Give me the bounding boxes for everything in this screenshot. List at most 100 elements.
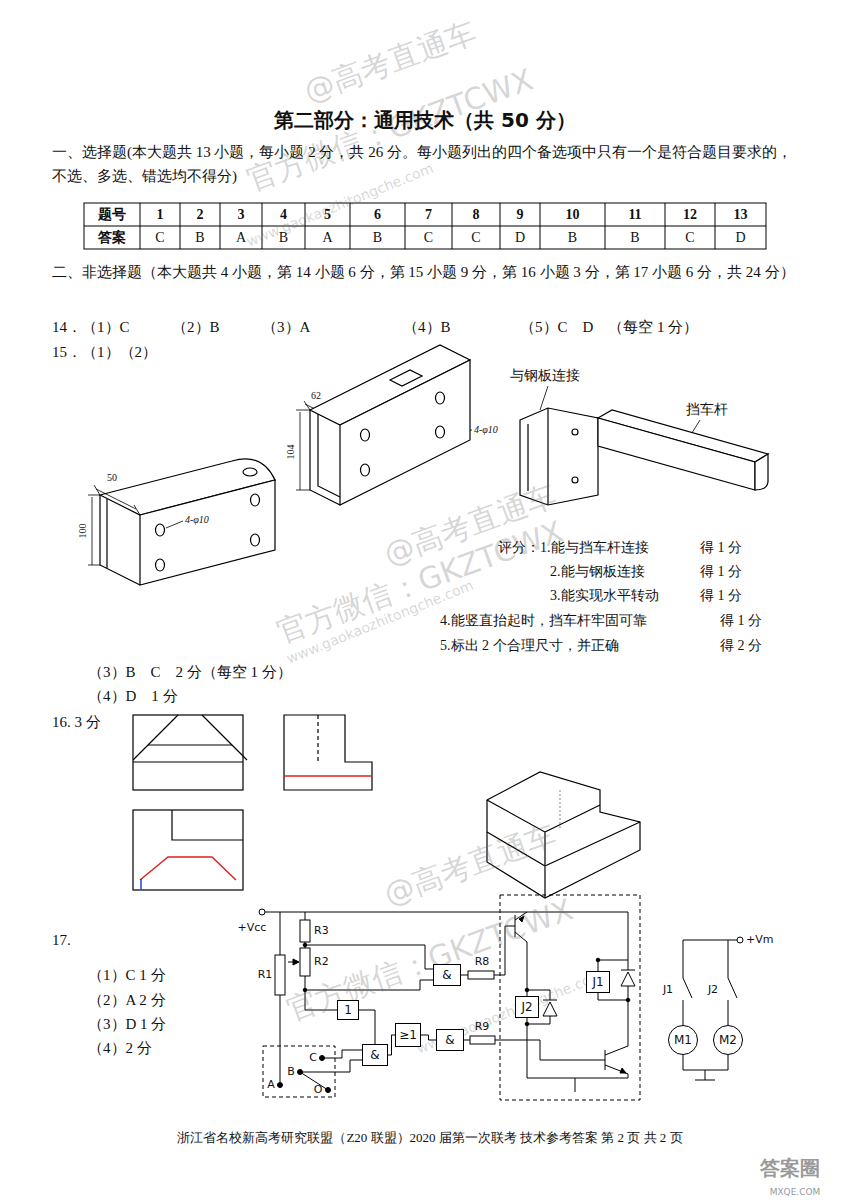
node-text: & bbox=[370, 1048, 379, 1062]
table-cell: B bbox=[373, 229, 382, 246]
not-gate: 1 bbox=[337, 1000, 359, 1020]
answer-text: （2）B bbox=[172, 318, 220, 336]
component-label: R3 bbox=[314, 924, 329, 937]
terminal-label: C bbox=[309, 1051, 317, 1064]
dashed-frame bbox=[263, 1046, 335, 1097]
section-heading: 一、选择题(本大题共 13 小题，每小题 2 分，共 26 分。每小题列出的四个… bbox=[52, 140, 804, 188]
page-footer: 浙江省名校新高考研究联盟（Z20 联盟）2020 届第一次联考 技术参考答案 第… bbox=[177, 1130, 682, 1146]
scoring-item: 5.标出 2 个合理尺寸，并正确 bbox=[440, 638, 619, 655]
switch-label: J1 bbox=[663, 983, 673, 996]
table-cell: D bbox=[735, 229, 745, 246]
motor-symbol: M2 bbox=[713, 1025, 743, 1055]
table-cell: A bbox=[322, 229, 332, 246]
answer-table bbox=[140, 203, 715, 249]
answer-text: （5）C D （每空 1 分） bbox=[520, 318, 698, 336]
answer-text: 17. bbox=[52, 931, 71, 949]
table-cell: 答案 bbox=[98, 229, 126, 246]
dimension-line bbox=[540, 386, 548, 410]
table-cell: 12 bbox=[683, 206, 697, 223]
table-cell: 8 bbox=[473, 206, 480, 223]
answer-text: （1）C 1 分 bbox=[88, 966, 166, 984]
relay-coil: J2 bbox=[515, 996, 539, 1018]
and-gate: & bbox=[433, 964, 461, 986]
terminal-label: O bbox=[314, 1083, 323, 1096]
circuit-symbol bbox=[293, 959, 299, 965]
node-text: M2 bbox=[719, 1033, 737, 1047]
circuit-wire bbox=[598, 912, 628, 971]
table-cell: 6 bbox=[374, 206, 381, 223]
node-text: ≥1 bbox=[399, 1028, 417, 1042]
answer-text: 15．（1）（2） bbox=[52, 343, 157, 361]
table-cell: C bbox=[155, 229, 164, 246]
assembly-drawing bbox=[598, 418, 755, 490]
bracket-drawing bbox=[390, 370, 422, 386]
motor-circuit bbox=[683, 940, 737, 941]
bracket-drawing bbox=[436, 426, 445, 438]
circuit-symbol bbox=[468, 971, 494, 979]
answer-text: （4）2 分 bbox=[88, 1039, 152, 1057]
isometric-drawing bbox=[559, 790, 560, 830]
dimension-label: 4-φ10 bbox=[185, 514, 209, 526]
answer-text: （4）B bbox=[403, 318, 451, 336]
circuit-wire bbox=[265, 912, 628, 913]
table-cell: A bbox=[236, 229, 246, 246]
circuit-symbol bbox=[300, 920, 310, 942]
circuit-wire bbox=[259, 909, 265, 915]
motor-circuit bbox=[683, 937, 743, 1080]
table-cell: 11 bbox=[628, 206, 641, 223]
table-cell: 3 bbox=[238, 206, 245, 223]
terminal-label: B bbox=[287, 1065, 295, 1078]
dimension-line bbox=[166, 521, 183, 528]
dimension-line bbox=[94, 485, 140, 515]
bracket-drawing bbox=[243, 468, 257, 476]
motor-symbol: M1 bbox=[668, 1025, 698, 1055]
logo-text: MXQE.COM bbox=[770, 1187, 821, 1198]
answer-table bbox=[84, 203, 766, 249]
table-cell: B bbox=[568, 229, 577, 246]
answer-table bbox=[84, 226, 766, 227]
switch-label: J2 bbox=[708, 983, 718, 996]
bracket-drawing bbox=[100, 495, 140, 585]
table-cell: 13 bbox=[734, 206, 748, 223]
circuit-symbol bbox=[525, 988, 529, 992]
component-label: R9 bbox=[475, 1020, 490, 1033]
answer-table bbox=[84, 203, 766, 249]
assembly-drawing bbox=[520, 408, 768, 505]
bracket-drawing bbox=[318, 414, 340, 497]
motor-circuit bbox=[683, 1055, 728, 1080]
three-view-drawing bbox=[317, 715, 318, 762]
answer-line bbox=[284, 775, 372, 777]
dimension-label: 50 bbox=[107, 472, 117, 484]
three-view-drawing bbox=[133, 745, 243, 762]
node-text: & bbox=[442, 968, 451, 982]
circuit-symbol bbox=[300, 948, 310, 976]
node-text: J1 bbox=[592, 975, 603, 989]
score-text: 得 1 分 bbox=[700, 588, 742, 605]
score-text: 得 1 分 bbox=[700, 540, 742, 557]
answer-line bbox=[140, 857, 236, 880]
answer-text: （4）D 1 分 bbox=[88, 687, 178, 705]
and-gate: & bbox=[362, 1044, 388, 1066]
bracket-drawing bbox=[310, 345, 470, 505]
bracket-drawing bbox=[251, 534, 260, 546]
bracket-drawing bbox=[340, 360, 470, 505]
node-text: M1 bbox=[674, 1033, 692, 1047]
table-cell: 7 bbox=[425, 206, 432, 223]
motor-circuit bbox=[683, 940, 692, 1025]
circuit-wire bbox=[598, 986, 628, 1046]
table-cell: 5 bbox=[324, 206, 331, 223]
table-cell: D bbox=[515, 229, 525, 246]
circuit-symbol bbox=[326, 1088, 331, 1093]
component-label: R1 bbox=[258, 968, 273, 981]
three-view-drawing bbox=[133, 715, 372, 890]
table-cell: 10 bbox=[566, 206, 580, 223]
callout-label: 挡车杆 bbox=[686, 402, 728, 419]
circuit-symbol bbox=[303, 943, 307, 947]
bracket-drawing bbox=[251, 494, 260, 506]
circuit-symbol bbox=[626, 998, 630, 1002]
dimension-line bbox=[88, 495, 100, 565]
bracket-drawing bbox=[310, 410, 340, 505]
callout-label: 与钢板连接 bbox=[510, 368, 580, 385]
answer-text: （2）A 2 分 bbox=[88, 991, 166, 1009]
circuit-symbol bbox=[596, 958, 600, 962]
